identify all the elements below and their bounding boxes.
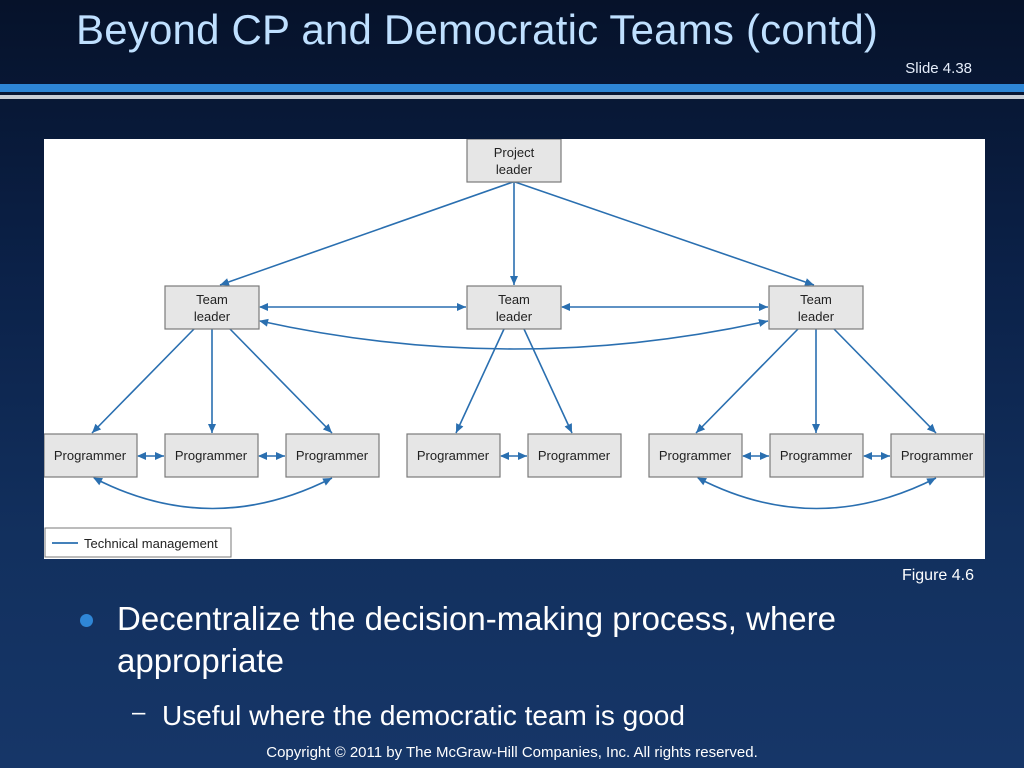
programmer-box-8 [890, 433, 985, 478]
sub-bullet-item: – Useful where the democratic team is go… [132, 699, 685, 732]
team-leader-center-label-1: Team [498, 292, 530, 307]
org-diagram: Project leader Team leader Team leader T… [44, 139, 985, 559]
programmer-label-1: Programmer [54, 448, 127, 463]
team-leader-box-right [768, 285, 864, 330]
bullet-text: Decentralize the decision-making process… [117, 600, 837, 679]
programmer-label-2: Programmer [175, 448, 248, 463]
copyright-footer: Copyright © 2011 by The McGraw-Hill Comp… [266, 744, 758, 761]
programmer-box-5 [527, 433, 622, 478]
title-divider-blue [0, 84, 1024, 92]
programmer-label-8: Programmer [901, 448, 974, 463]
programmer-box-2 [164, 433, 259, 478]
edge-p1-p3-arc [93, 477, 333, 510]
bullet-item: Decentralize the decision-making process… [80, 598, 1000, 682]
programmer-label-7: Programmer [780, 448, 853, 463]
programmer-box-6 [648, 433, 743, 478]
title-divider-gray [0, 95, 1024, 99]
team-leader-box-left [164, 285, 260, 330]
sub-bullet-text: Useful where the democratic team is good [162, 700, 685, 731]
team-leader-center-label-2: leader [496, 309, 533, 324]
team-leader-box-center [466, 285, 562, 330]
edge-tl1-p1 [91, 328, 195, 434]
team-leader-left-label-1: Team [196, 292, 228, 307]
bullet-dot [80, 614, 93, 627]
programmer-label-5: Programmer [538, 448, 611, 463]
programmer-box-1 [44, 433, 138, 478]
edge-tl2-p4 [455, 328, 505, 434]
team-leader-left-label-2: leader [194, 309, 231, 324]
edge-tl3-p8 [833, 328, 937, 434]
edge-project-to-team-left [219, 181, 514, 286]
programmer-box-3 [285, 433, 380, 478]
programmer-box-4 [406, 433, 501, 478]
slide-title: Beyond CP and Democratic Teams (contd) [76, 6, 879, 53]
team-leader-right-label-2: leader [798, 309, 835, 324]
edge-team-left-right-arc [259, 318, 769, 350]
project-leader-label-2: leader [496, 162, 533, 177]
slide-number: Slide 4.38 [905, 60, 972, 77]
diagram-legend: Technical management [44, 527, 232, 558]
edge-tl3-p6 [695, 328, 799, 434]
edge-tl1-p3 [229, 328, 333, 434]
team-leader-right-label-1: Team [800, 292, 832, 307]
programmer-box-7 [769, 433, 864, 478]
programmer-label-6: Programmer [659, 448, 732, 463]
edge-tl2-p5 [523, 328, 573, 434]
figure-caption: Figure 4.6 [901, 567, 974, 584]
programmer-label-3: Programmer [296, 448, 369, 463]
org-diagram-svg: Project leader Team leader Team leader T… [44, 139, 985, 558]
edge-p6-p8-arc [697, 477, 937, 510]
programmer-label-4: Programmer [417, 448, 490, 463]
sub-bullet-marker: – [132, 699, 146, 726]
project-leader-label-1: Project [494, 145, 535, 160]
project-leader-box [466, 139, 562, 183]
legend-label: Technical management [84, 536, 218, 551]
edge-project-to-team-right [514, 181, 815, 286]
